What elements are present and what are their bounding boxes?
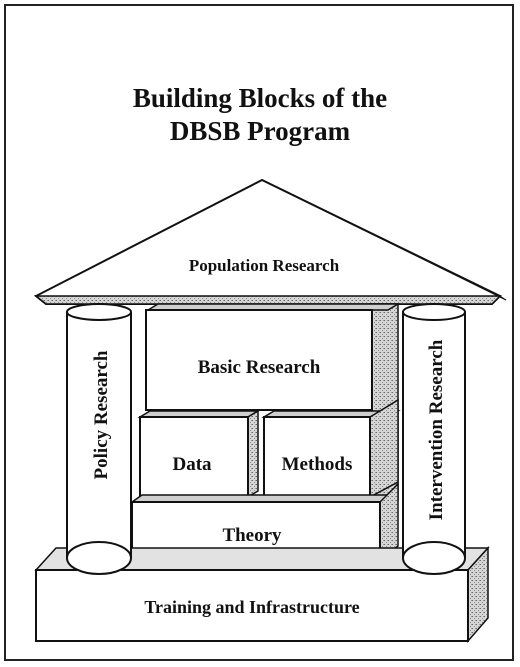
data-label: Data (172, 454, 212, 475)
basic-research-label: Basic Research (198, 357, 321, 378)
pillar-policy-research: Policy Research (66, 303, 132, 575)
methods-label: Methods (282, 454, 353, 475)
intervention-research-label: Intervention Research (426, 339, 447, 520)
block-training-and-infrastructure: Training and Infrastructure (34, 546, 490, 644)
block-methods: Methods (261, 398, 401, 499)
roof-label: Population Research (189, 256, 340, 275)
base-label: Training and Infrastructure (144, 597, 359, 617)
roof-population-research: Population Research (33, 178, 507, 305)
title-line-2: DBSB Program (169, 116, 351, 146)
title-line-1: Building Blocks of the (132, 83, 388, 113)
pillar-intervention-research: Intervention Research (402, 303, 466, 575)
theory-label: Theory (222, 525, 282, 546)
policy-research-label: Policy Research (91, 350, 112, 479)
block-basic-research: Basic Research (145, 303, 401, 411)
block-data: Data (137, 409, 261, 499)
diagram-title: Building Blocks of the DBSB Program (0, 82, 520, 148)
